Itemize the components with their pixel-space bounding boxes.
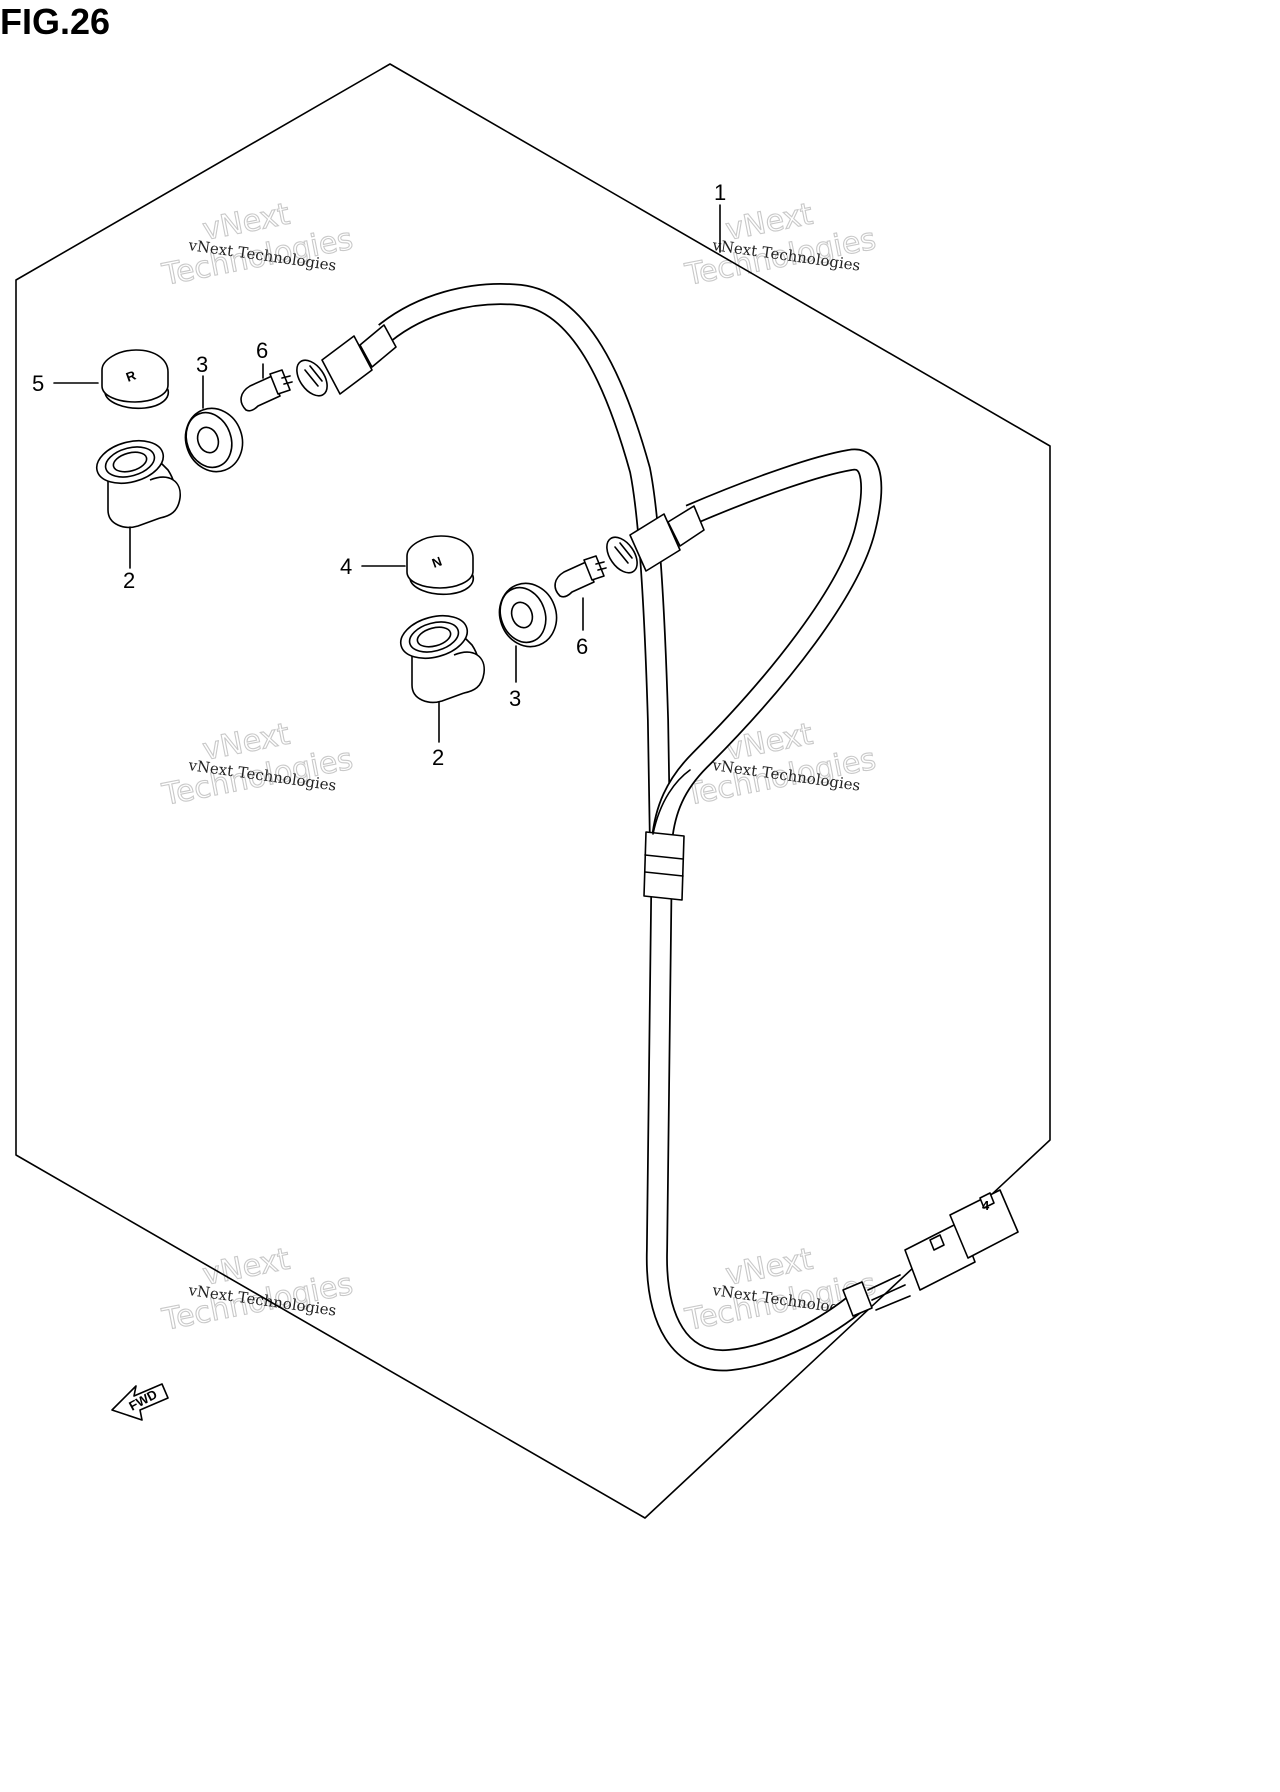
callout-3-lower: 3 [509, 686, 521, 711]
watermark-mid-left: Technologies vNext vNext Technologies [158, 716, 356, 813]
bulb-part-6-upper [240, 369, 293, 412]
grommet-part-3-lower [498, 582, 558, 648]
callout-2-lower: 2 [432, 745, 444, 770]
cap-part-5: R [101, 349, 170, 410]
callout-6-upper: 6 [256, 338, 268, 363]
fwd-arrow-icon: FWD [111, 1383, 169, 1421]
svg-text:4: 4 [982, 1198, 990, 1213]
callout-4: 4 [340, 554, 352, 579]
socket-housing-part-2-upper [95, 439, 181, 529]
socket-housing-part-2-lower [399, 614, 485, 704]
grommet-part-3-upper [184, 407, 244, 473]
callout-3-upper: 3 [196, 352, 208, 377]
bulb-socket-middle [606, 505, 705, 574]
watermark-mid-right: Technologies vNext vNext Technologies [681, 716, 879, 813]
callout-5: 5 [32, 371, 44, 396]
wire-harness [378, 283, 883, 1372]
bulb-part-6-lower [554, 555, 607, 598]
callout-2-upper: 2 [123, 568, 135, 593]
callout-6-lower: 6 [576, 634, 588, 659]
watermark-bottom-left: Technologies vNext vNext Technologies [158, 1241, 356, 1338]
figure-title: FIG.26 [0, 1, 111, 42]
watermark-top-right: Technologies vNext vNext Technologies [681, 196, 879, 293]
assembly-border [15, 63, 1051, 1519]
bulb-socket-upper [296, 324, 397, 397]
cap-part-4: N [406, 535, 475, 596]
callout-1: 1 [714, 180, 726, 205]
watermark-top-left: Technologies vNext vNext Technologies [158, 196, 356, 293]
leader-lines [53, 204, 721, 743]
harness-coupler: 4 [842, 1189, 1019, 1317]
